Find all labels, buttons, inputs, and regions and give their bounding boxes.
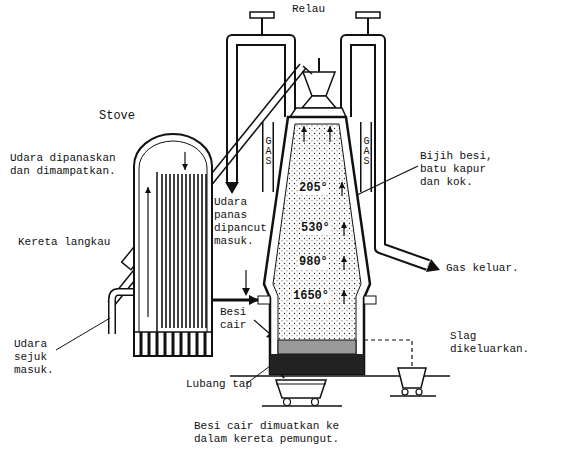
note-label: Slag dikeluarkan. [450,330,540,356]
part-name: Kereta langkau [18,236,128,249]
stove-outline [133,132,213,357]
pipe-label: GAS [361,136,373,166]
tuyere [364,296,376,304]
arrow-head [426,259,440,272]
hot-air-arrow [245,270,246,288]
furnace-node: 205° 530° 980° 1650° [258,112,376,374]
hearth-base [270,354,364,374]
car-wheel [416,389,422,395]
bleeder-valve-cap [250,12,274,18]
note-label: Udara panas dipancut masuk. [214,196,276,248]
checker-brick [185,174,187,328]
bleeder-valve-cap [356,12,380,18]
note-label: Gas keluar. [446,262,546,275]
stove-leg [164,332,167,356]
cold-air-inlet-bore [112,292,133,334]
car-wheel [312,399,319,406]
slag-runner [364,340,412,366]
furnace-top-housing [290,108,346,117]
arrow-head [242,288,250,296]
rail [262,405,342,407]
arrow-head [145,187,151,193]
arrow-head [327,126,333,132]
molten-iron [278,340,356,354]
stove-leg [196,332,199,356]
stove-leg [204,332,207,356]
checker-brick [193,174,195,328]
ladle-car [276,380,326,398]
arrow-head [341,222,347,228]
arrow-head [341,290,347,296]
car-wheel [402,389,408,395]
part-name: Relau [292,3,352,16]
temperature-label: 1650° [292,290,330,303]
rail [390,395,436,397]
furnace-charge [273,124,361,354]
checker-brick [161,174,163,328]
furnace-outline [258,112,376,374]
pipe-label: GAS [263,136,275,166]
stove-leg [180,332,183,356]
combustion-wall [156,172,158,332]
charging-hopper [303,72,335,96]
cold-air-inlet [112,292,133,334]
bleeder-valve-stem [367,18,369,34]
checker-brick [201,174,203,328]
gas-downcomer [360,122,372,192]
flow-arrow [147,187,148,317]
arrow-head [301,126,307,132]
checker-brick [181,174,183,328]
stove-leg [156,332,159,356]
stove-node: Stove [133,132,213,357]
part-name: Lubang tap [186,378,276,391]
stove-shell [134,134,212,356]
bleeder-valve-stem [261,18,263,34]
node-heading: Stove [99,110,135,123]
stove-leg [148,332,151,356]
arrow-head [339,182,345,188]
temperature-label: 980° [298,256,329,269]
stove-lining [139,141,207,332]
slag-pot [398,368,426,388]
skip-chute [303,66,312,74]
checker-brick [189,174,191,328]
checker-brick [165,174,167,328]
stove-leg [188,332,191,356]
charging-bell [302,96,336,108]
temperature-label: 530° [300,222,331,235]
note-label: Besi cair dimuatkan ke dalam kereta pemu… [194,420,369,446]
checker-brick [177,174,179,328]
note-label: Udara dipanaskan dan dimampatkan. [10,152,128,178]
furnace-shell [264,117,370,374]
checker-brick [173,174,175,328]
tuyere [258,296,270,304]
temperature-label: 205° [298,182,329,195]
stove-leg [140,332,143,356]
gas-downcomer [262,122,274,192]
arrow-head [225,182,239,194]
note-label: Bijih besi, batu kapur dan kok. [420,150,502,189]
ladle-rim [276,384,326,385]
bell-rod [318,58,320,72]
stove-leg [172,332,175,356]
hot-air-pipe [213,299,258,302]
checker-brick [205,174,207,328]
leader-line [254,320,270,334]
leader-line [56,318,110,350]
car-wheel [284,399,291,406]
arrow-head [182,164,188,170]
note-label: Udara sejuk masuk. [14,338,64,377]
checker-brick [169,174,171,328]
arrow-head [341,256,347,262]
part-name: Besi cair [220,306,260,332]
checker-brick [197,174,199,328]
